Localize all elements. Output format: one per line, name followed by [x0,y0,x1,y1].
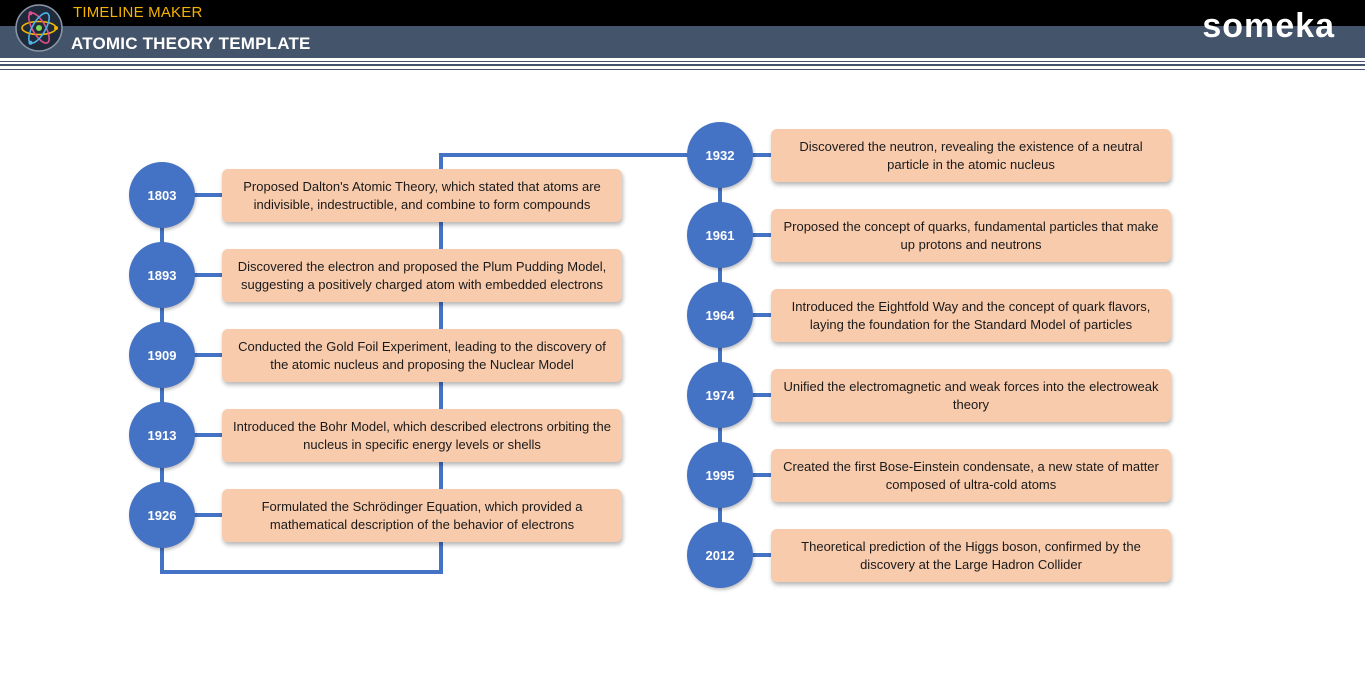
year-node: 2012 [687,522,753,588]
year-node: 1909 [129,322,195,388]
event-card: Discovered the electron and proposed the… [222,249,622,302]
app-name: TIMELINE MAKER [73,4,203,21]
event-card: Conducted the Gold Foil Experiment, lead… [222,329,622,382]
year-node: 1995 [687,442,753,508]
event-card: Discovered the neutron, revealing the ex… [771,129,1171,182]
divider-line [0,61,1365,62]
header-bar: TIMELINE MAKER ATOMIC THEORY TEMPLATE so… [0,0,1365,58]
event-card: Proposed Dalton's Atomic Theory, which s… [222,169,622,222]
divider-line [0,64,1365,66]
event-card: Introduced the Eightfold Way and the con… [771,289,1171,342]
year-node: 1926 [129,482,195,548]
event-card: Created the first Bose-Einstein condensa… [771,449,1171,502]
year-node: 1974 [687,362,753,428]
event-card: Formulated the Schrödinger Equation, whi… [222,489,622,542]
title-bar [0,26,1365,58]
atom-icon [14,3,64,53]
event-card: Proposed the concept of quarks, fundamen… [771,209,1171,262]
year-node: 1932 [687,122,753,188]
event-card: Introduced the Bohr Model, which describ… [222,409,622,462]
year-node: 1913 [129,402,195,468]
page-title: ATOMIC THEORY TEMPLATE [71,34,311,53]
year-node: 1961 [687,202,753,268]
top-bar [0,0,1365,26]
brand-logo[interactable]: someka [1202,7,1335,45]
divider-line [0,69,1365,70]
year-node: 1893 [129,242,195,308]
year-node: 1964 [687,282,753,348]
year-node: 1803 [129,162,195,228]
event-card: Theoretical prediction of the Higgs boso… [771,529,1171,582]
event-card: Unified the electromagnetic and weak for… [771,369,1171,422]
